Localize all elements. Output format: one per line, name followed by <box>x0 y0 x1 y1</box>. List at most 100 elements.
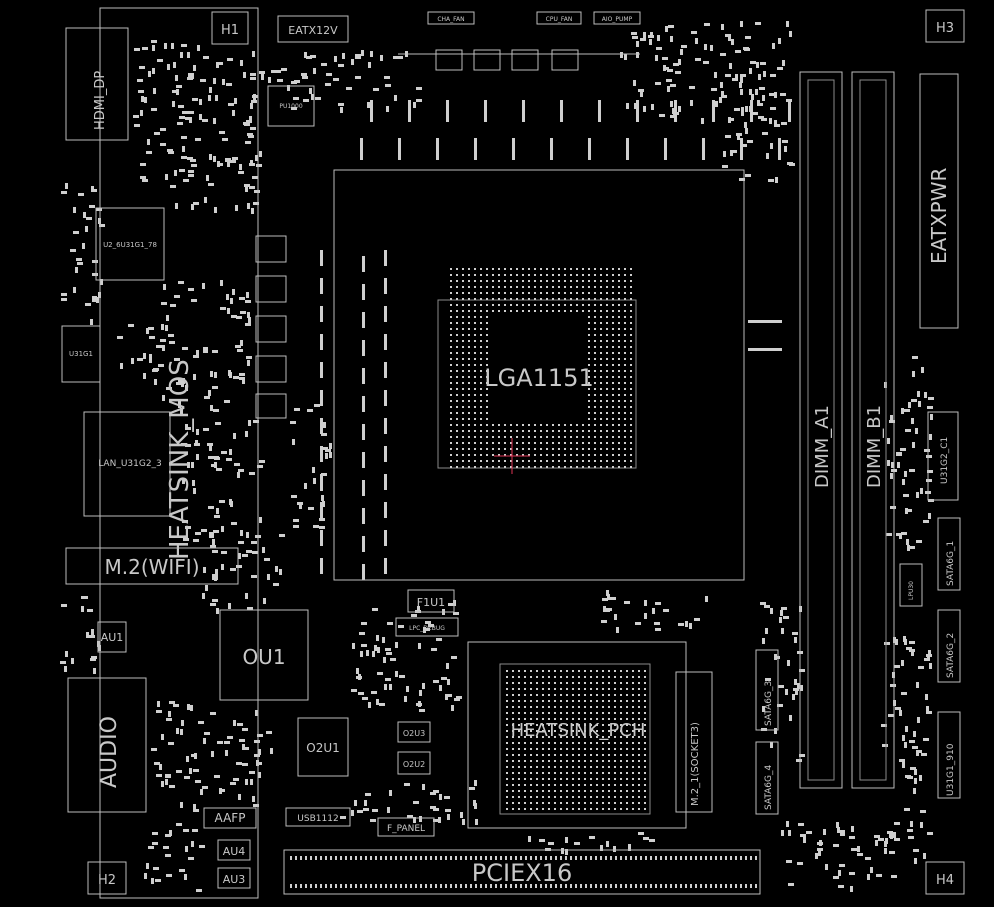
pad <box>596 712 598 714</box>
pad <box>257 734 263 737</box>
pad <box>596 772 598 774</box>
pad <box>522 298 524 300</box>
pad <box>85 303 91 306</box>
pad <box>462 430 464 432</box>
pad <box>355 884 357 888</box>
pad <box>510 268 512 270</box>
pad <box>536 784 538 786</box>
pad <box>734 108 740 111</box>
pad <box>608 790 610 792</box>
pad <box>612 418 614 420</box>
pad <box>180 408 183 414</box>
pad <box>566 772 568 774</box>
pad <box>184 776 190 779</box>
pad <box>560 742 562 744</box>
pad <box>450 442 452 444</box>
pad <box>624 388 626 390</box>
pad <box>624 364 626 366</box>
pad <box>430 884 432 888</box>
pad <box>624 406 626 408</box>
pad <box>552 274 554 276</box>
pad <box>144 97 147 103</box>
pad <box>901 660 904 666</box>
pad <box>540 268 542 270</box>
pad <box>612 268 614 270</box>
pad <box>602 598 608 601</box>
pad <box>644 766 646 768</box>
pad <box>233 376 239 379</box>
pad <box>530 884 532 888</box>
pad <box>456 292 458 294</box>
pad <box>197 45 200 51</box>
pad <box>468 268 470 270</box>
sata6g-1-label: SATA6G_1 <box>946 541 956 586</box>
pad <box>232 110 235 116</box>
pad <box>803 837 806 843</box>
pad <box>156 774 162 777</box>
pad <box>624 448 626 450</box>
pad <box>584 742 586 744</box>
pad <box>878 838 884 841</box>
pad <box>590 718 592 720</box>
pad <box>292 439 295 445</box>
pad <box>572 778 574 780</box>
lpu30-chip <box>899 563 923 607</box>
pad <box>594 340 596 342</box>
pad <box>451 705 454 711</box>
pad <box>468 316 470 318</box>
pad <box>602 676 604 678</box>
pad <box>530 676 532 678</box>
pad <box>605 884 607 888</box>
pad <box>578 742 580 744</box>
pad <box>590 694 592 696</box>
pad <box>730 884 732 888</box>
pad <box>468 460 470 462</box>
pad <box>247 312 250 318</box>
pad <box>588 442 590 444</box>
pad <box>777 67 783 70</box>
pad <box>214 775 220 778</box>
pad <box>594 406 596 408</box>
pad <box>192 480 195 486</box>
pad <box>564 286 566 288</box>
pad <box>911 650 914 656</box>
dimm-b1-inner <box>859 79 887 781</box>
pad <box>612 328 614 330</box>
pad <box>590 748 592 750</box>
pad <box>462 424 464 426</box>
pad <box>670 856 672 860</box>
pad <box>431 648 437 651</box>
pad <box>522 436 524 438</box>
pad <box>618 286 620 288</box>
pad <box>512 784 514 786</box>
pad <box>362 312 365 328</box>
pad <box>741 110 744 116</box>
pad <box>565 837 568 843</box>
pad <box>236 762 242 765</box>
pad <box>474 328 476 330</box>
pad <box>302 76 308 79</box>
pad <box>667 86 670 92</box>
pad <box>134 48 140 51</box>
au3-chip <box>217 867 251 889</box>
pad <box>612 364 614 366</box>
pad <box>620 688 622 690</box>
pad <box>486 358 488 360</box>
pad <box>530 748 532 750</box>
pad <box>140 163 146 166</box>
f1u1-label: F1U1 <box>417 596 445 609</box>
pad <box>462 436 464 438</box>
f-panel-header <box>377 817 435 837</box>
pad <box>689 623 692 629</box>
pad <box>927 832 933 835</box>
pad <box>757 103 763 106</box>
pad <box>510 430 512 432</box>
pad <box>373 88 379 91</box>
pad <box>238 553 241 559</box>
pad <box>602 772 604 774</box>
pad <box>929 434 932 440</box>
pad <box>602 688 604 690</box>
pad <box>818 850 821 856</box>
pad <box>204 396 210 399</box>
pad <box>534 280 536 282</box>
